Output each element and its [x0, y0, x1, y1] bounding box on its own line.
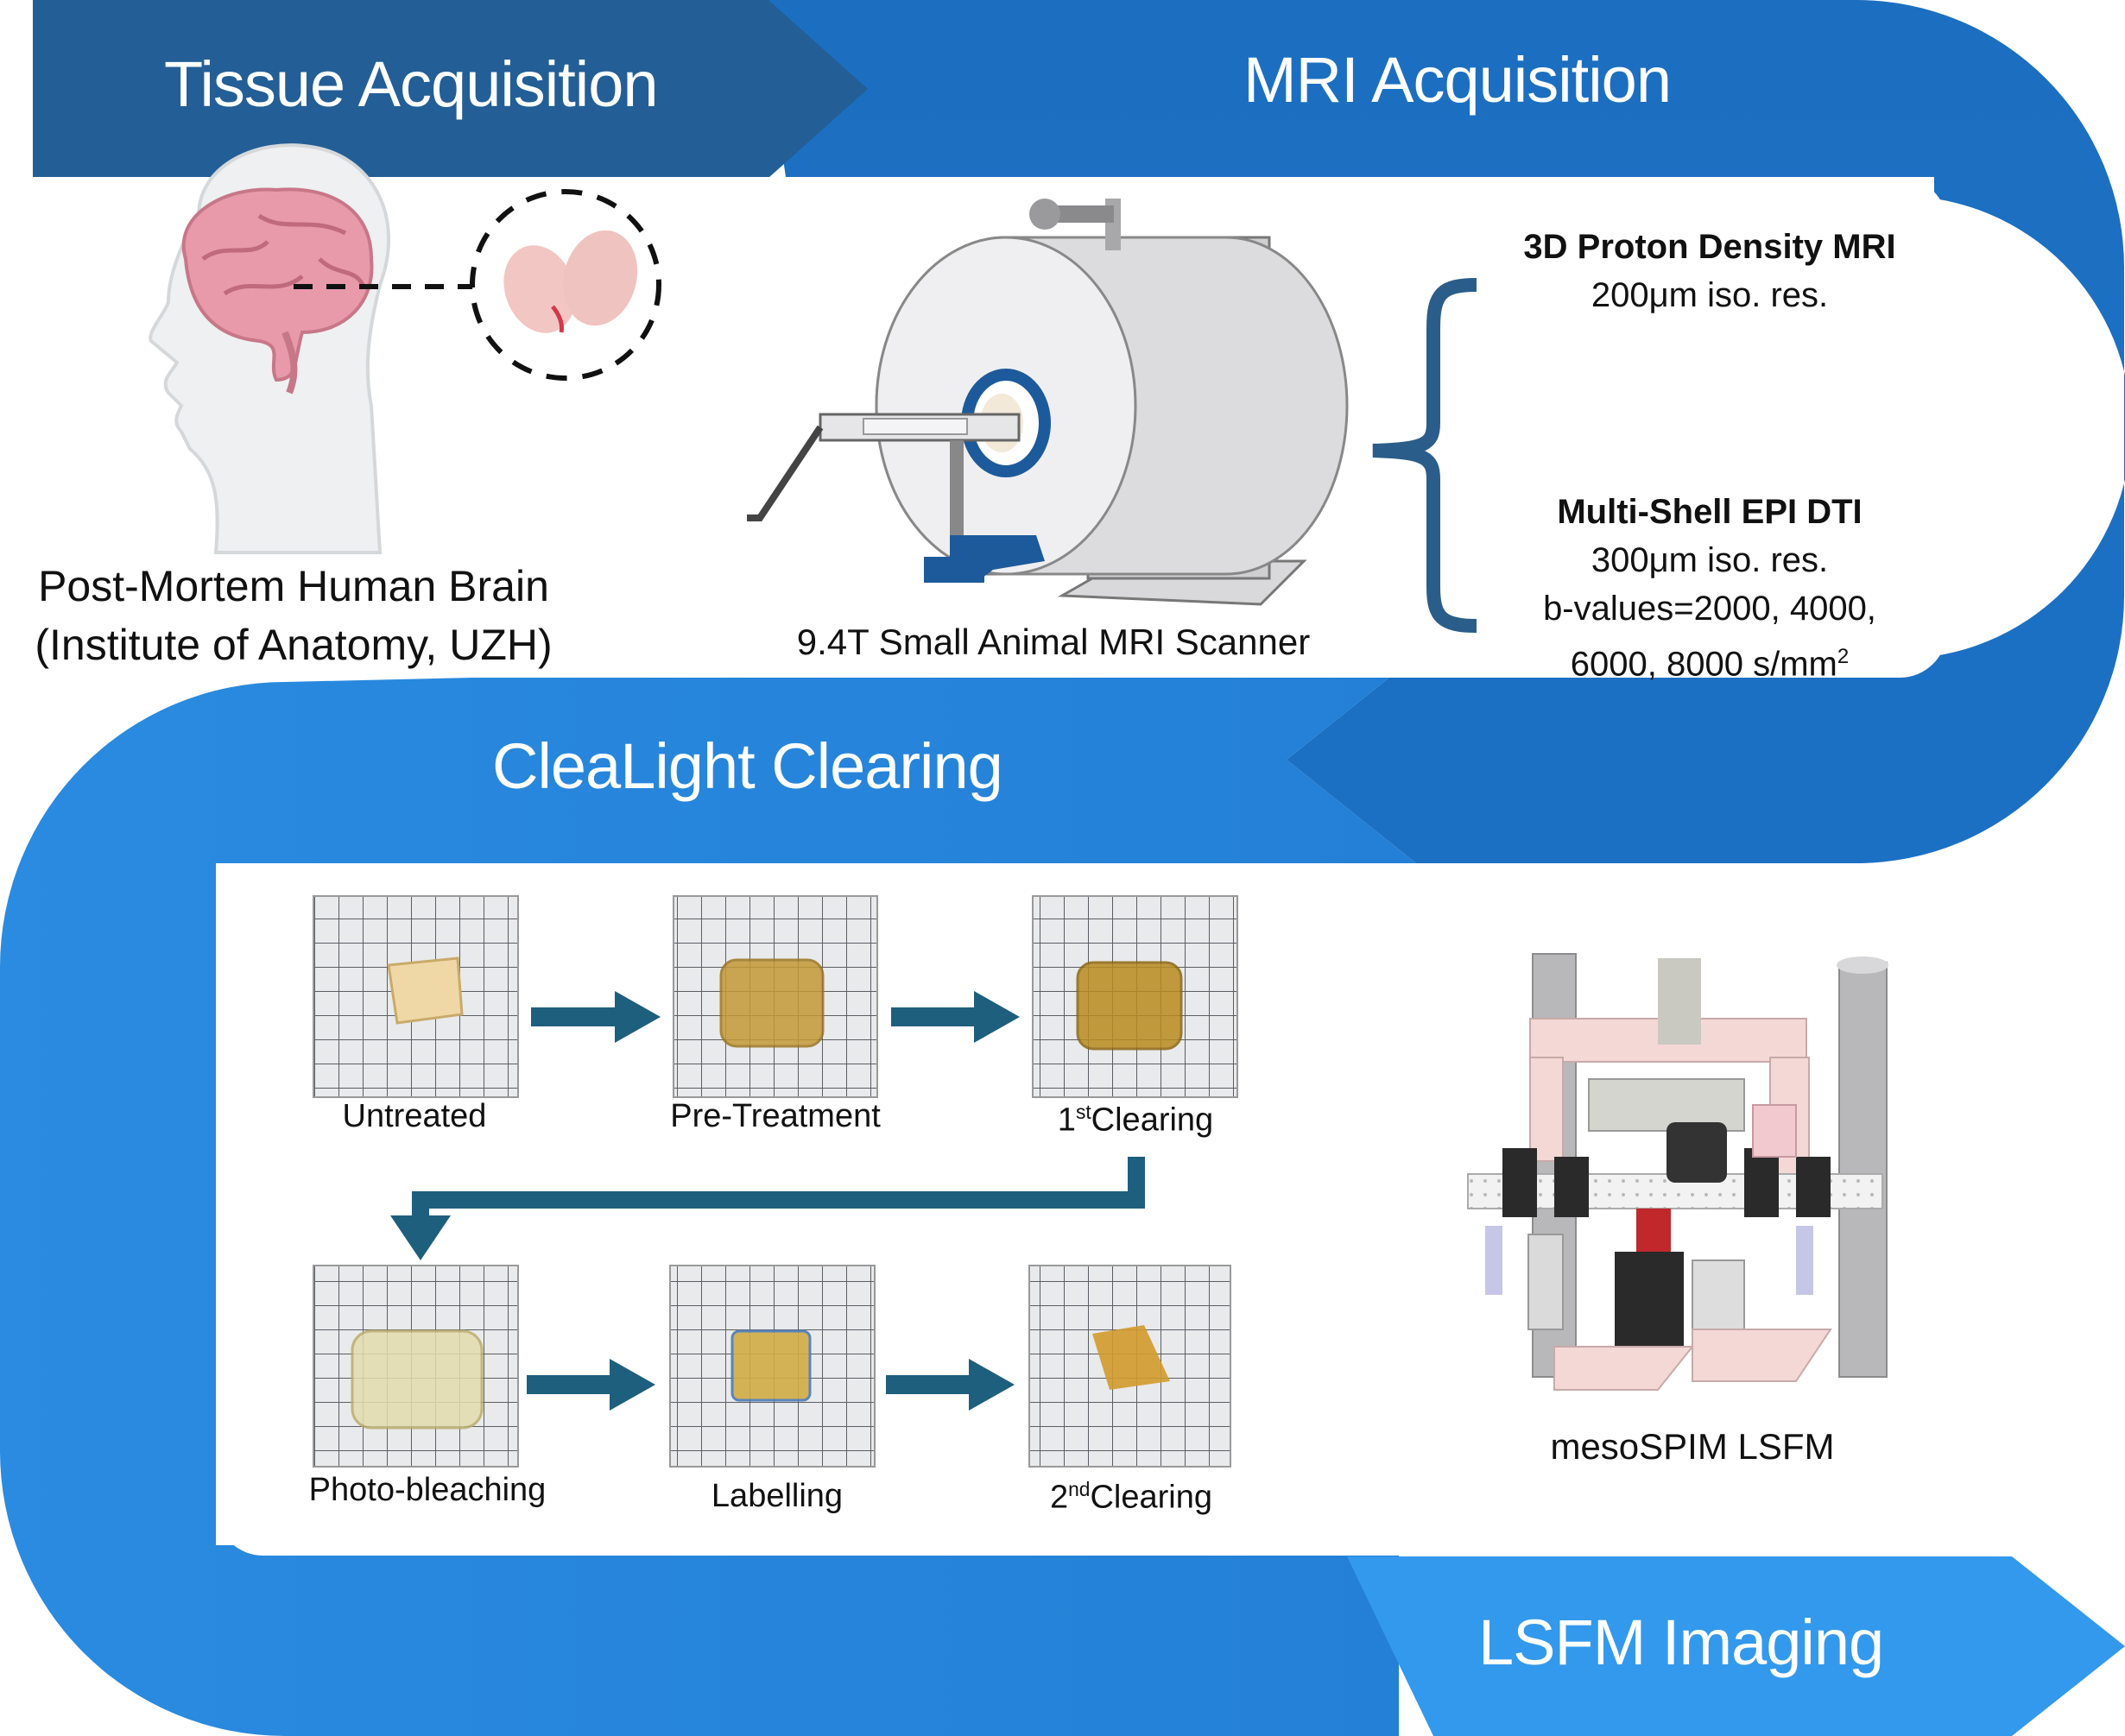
thumb-photobleaching	[313, 1265, 519, 1468]
step-label-untreated: Untreated	[342, 1098, 487, 1134]
step-label-pretreatment: Pre-Treatment	[670, 1098, 881, 1134]
thumb-untreated	[313, 895, 519, 1098]
mri-band	[760, 0, 2125, 863]
protocol-bracket	[1372, 278, 1477, 633]
step-label-first-clearing: 1stClearing	[1057, 1101, 1214, 1139]
stage-title-clearing: CleaLight Clearing	[492, 730, 1003, 802]
protocol-2-resolution: 300μm iso. res.	[1591, 541, 1829, 579]
head-icon	[149, 143, 390, 554]
thumb-first-clearing	[1032, 895, 1238, 1098]
step-label-second-clearing: 2ndClearing	[1049, 1478, 1213, 1516]
protocol-1-title: 3D Proton Density MRI	[1523, 228, 1896, 266]
stage-title-tissue: Tissue Acquisition	[164, 48, 659, 120]
protocol-1: 3D Proton Density MRI 200μm iso. res.	[1468, 223, 1951, 319]
tissue-band	[33, 0, 868, 178]
lsfm-caption: mesoSPIM LSFM	[1550, 1426, 1835, 1467]
tissue-caption: Post-Mortem Human Brain (Institute of An…	[0, 557, 587, 674]
thumb-second-clearing	[1028, 1265, 1231, 1468]
arrow-4	[886, 1359, 1015, 1411]
tissue-caption-line2: (Institute of Anatomy, UZH)	[35, 621, 553, 669]
protocol-2: Multi-Shell EPI DTI 300μm iso. res. b-va…	[1468, 488, 1951, 688]
lsfm-band	[1347, 1556, 2125, 1736]
step-label-photobleaching: Photo-bleaching	[308, 1472, 547, 1508]
tissue-sample-icon	[503, 230, 638, 333]
scanner-caption: 9.4T Small Animal MRI Scanner	[796, 622, 1311, 662]
arrow-connector	[412, 1157, 1145, 1217]
arrow-3	[527, 1359, 655, 1411]
stage-title-mri: MRI Acquisition	[1243, 44, 1672, 116]
mri-scanner-icon	[747, 199, 1349, 606]
mesospim-icon	[1467, 953, 1888, 1391]
protocol-1-resolution: 200μm iso. res.	[1591, 276, 1829, 314]
arrow-2	[891, 991, 1020, 1043]
thumb-labelling	[669, 1265, 876, 1468]
stage-title-lsfm: LSFM Imaging	[1478, 1607, 1884, 1678]
protocol-2-bvalues-line2: 6000, 8000 s/mm2	[1570, 645, 1850, 684]
thumb-pretreatment	[673, 895, 878, 1098]
tissue-caption-line1: Post-Mortem Human Brain	[38, 562, 549, 610]
step-label-labelling: Labelling	[711, 1478, 844, 1514]
protocol-2-title: Multi-Shell EPI DTI	[1557, 493, 1863, 531]
clearing-band	[0, 656, 1416, 1736]
arrow-1	[531, 991, 661, 1043]
protocol-2-bvalues-line1: b-values=2000, 4000,	[1543, 590, 1876, 628]
